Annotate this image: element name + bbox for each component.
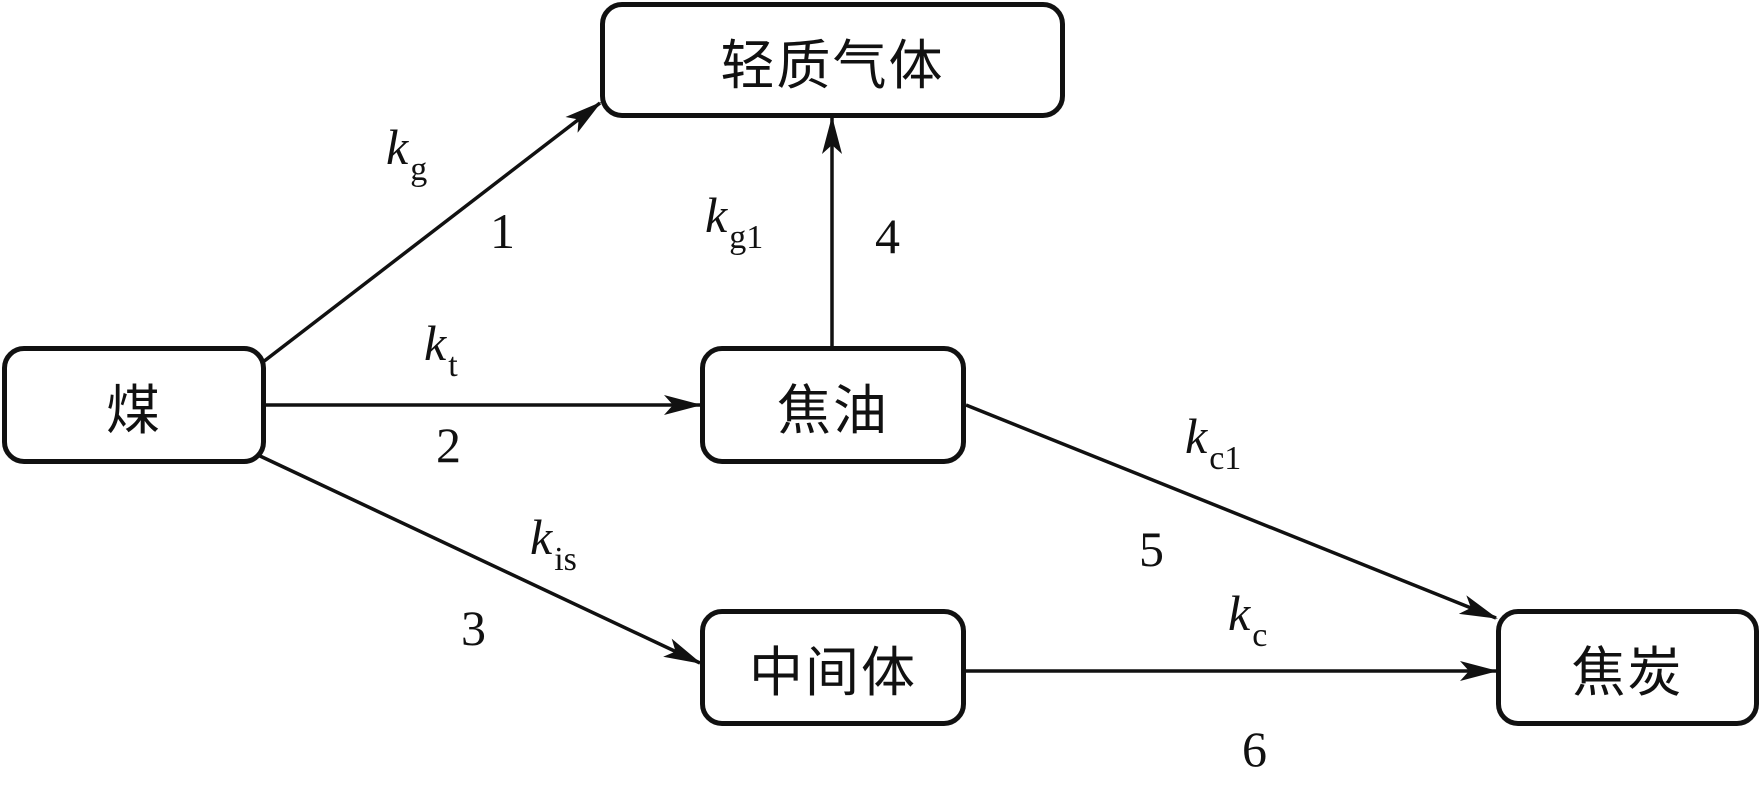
node-coke: 焦炭 <box>1496 609 1759 726</box>
node-coal-label: 煤 <box>106 378 162 442</box>
node-light-gas-label: 轻质气体 <box>720 33 945 97</box>
reaction-number-5: 5 <box>1139 521 1164 577</box>
rate-label-2: kt <box>424 315 458 383</box>
rate-subscript: g <box>410 151 428 188</box>
reaction-number-2: 2 <box>436 417 461 473</box>
rate-symbol: k <box>386 119 409 175</box>
rate-subscript: is <box>554 541 577 578</box>
reaction-number-4: 4 <box>875 208 900 264</box>
rate-subscript: g1 <box>729 219 764 256</box>
rate-symbol: k <box>705 187 728 243</box>
node-coal: 煤 <box>2 346 266 464</box>
arrow-tar-to-coke <box>965 403 1498 620</box>
node-coke-label: 焦炭 <box>1571 641 1684 704</box>
rate-symbol: k <box>1228 585 1251 641</box>
rate-symbol: k <box>530 509 553 565</box>
node-tar-label: 焦油 <box>777 378 889 442</box>
node-intermediate: 中间体 <box>700 609 966 726</box>
rate-subscript: c <box>1252 617 1268 654</box>
edges-layer <box>259 101 1498 681</box>
reaction-number-1: 1 <box>490 203 515 259</box>
rate-label-4: kg1 <box>705 187 763 255</box>
arrow-coal-to-intermediate <box>259 454 702 665</box>
rate-subscript: t <box>448 347 458 384</box>
rate-label-6: kc <box>1228 585 1267 653</box>
rate-symbol: k <box>1185 408 1208 464</box>
rate-label-5: kc1 <box>1185 408 1241 476</box>
arrow-coal-to-light_gas <box>261 101 602 364</box>
node-light-gas: 轻质气体 <box>600 2 1065 118</box>
rate-subscript: c1 <box>1209 440 1242 477</box>
rate-label-3: kis <box>530 509 577 577</box>
node-tar: 焦油 <box>700 346 966 464</box>
reaction-number-6: 6 <box>1242 721 1267 777</box>
rate-symbol: k <box>424 315 447 371</box>
rate-label-1: kg <box>386 119 427 187</box>
node-intermediate-label: 中间体 <box>749 641 917 704</box>
reaction-number-3: 3 <box>461 600 486 656</box>
